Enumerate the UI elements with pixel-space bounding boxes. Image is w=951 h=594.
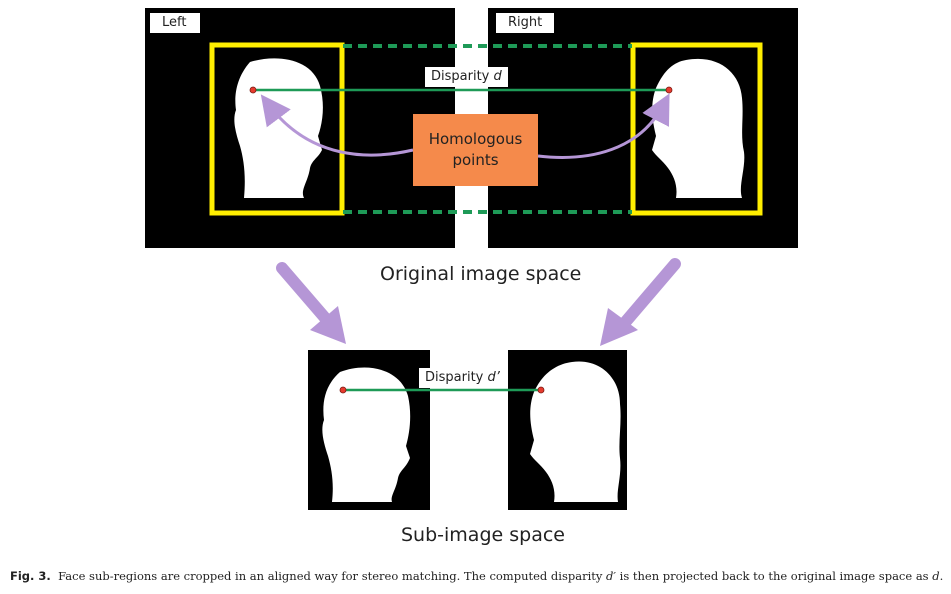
caption-text-middle: is then projected back to the original i… [616,569,933,583]
left-label: Left [150,13,200,33]
disparity-sub-prefix: Disparity [425,370,488,385]
projection-arrow-left [276,262,338,332]
homologous-arrow-left [260,94,414,157]
projection-arrow-right [616,258,681,332]
left-crop-box [209,42,345,216]
right-crop-box [630,42,763,216]
homologous-arrow-right [537,93,670,159]
homologous-line2: points [452,151,499,169]
caption-text-before: Face sub-regions are cropped in an align… [58,569,607,583]
original-space-label: Original image space [380,263,582,285]
left-point-sub [339,386,347,394]
left-face [234,58,323,198]
homologous-points-box: Homologous points [413,114,538,186]
figure-caption: Fig. 3. Face sub-regions are cropped in … [10,569,945,583]
caption-fig-label: Fig. 3. [10,569,51,583]
sub-space-label: Sub-image space [401,524,565,546]
caption-var-d: d [932,569,940,583]
projection-arrowhead-right [600,308,638,346]
projection-arrowhead-left [310,306,346,344]
caption-var-dprime: d′ [606,569,617,583]
right-point-sub [537,386,545,394]
disparity-sub-var: d’ [487,370,500,385]
right-point-original [665,86,673,94]
right-face [652,58,745,199]
disparity-original-var: d [493,69,502,84]
disparity-original-prefix: Disparity [431,69,494,84]
left-point-original [249,86,257,94]
disparity-label-sub: Disparity d’ [419,368,506,388]
right-sub-face [530,361,621,502]
left-sub-face [322,367,411,502]
caption-text-end: . [939,569,944,583]
disparity-label-original: Disparity d [425,67,508,87]
homologous-line1: Homologous [428,130,523,148]
right-label: Right [496,13,554,33]
